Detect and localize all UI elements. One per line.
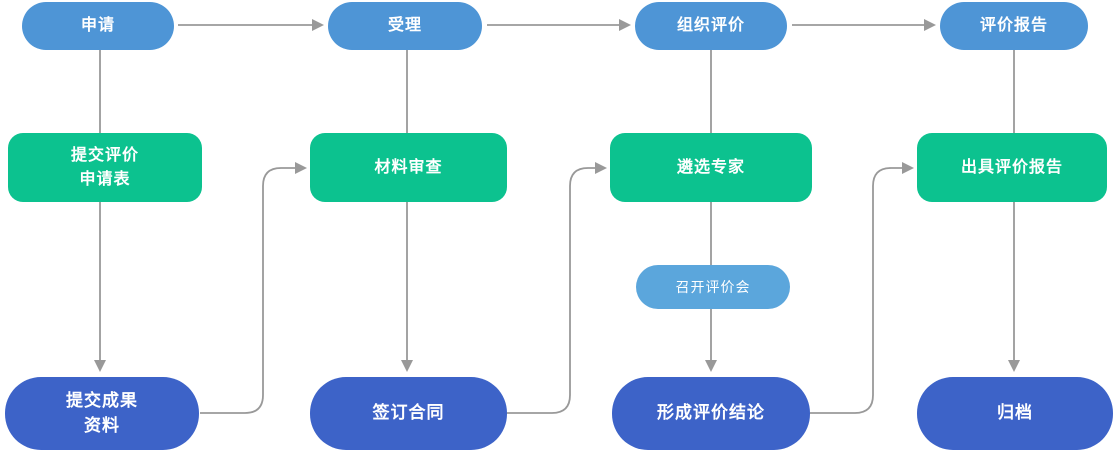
node-archive: 归档: [917, 377, 1113, 450]
node-apply-label: 申请: [80, 17, 115, 35]
node-issue-evaluation-report-label: 出具评价报告: [960, 158, 1063, 176]
node-hold-evaluation-meeting: 召开评价会: [636, 265, 790, 309]
node-submit-achievement-materials-label: 提交成果 资料: [66, 390, 138, 435]
node-evaluation-report-label: 评价报告: [979, 17, 1048, 35]
node-material-review-label: 材料审查: [374, 158, 443, 176]
node-submit-application-form-label: 提交评价 申请表: [70, 147, 139, 188]
connector-conclusion-to-issue: [810, 162, 914, 414]
node-apply: 申请: [22, 2, 174, 50]
node-organize-evaluation-label: 组织评价: [676, 17, 745, 35]
node-hold-evaluation-meeting-label: 召开评价会: [675, 278, 751, 295]
node-organize-evaluation: 组织评价: [635, 2, 787, 50]
node-form-evaluation-conclusion: 形成评价结论: [612, 377, 810, 450]
node-material-review: 材料审查: [310, 133, 507, 202]
node-submit-achievement-materials: 提交成果 资料: [5, 377, 199, 450]
node-sign-contract: 签订合同: [310, 377, 507, 450]
node-select-experts: 遴选专家: [610, 133, 812, 202]
node-accept-label: 受理: [387, 17, 422, 35]
node-form-evaluation-conclusion-label: 形成评价结论: [657, 403, 765, 423]
node-sign-contract-label: 签订合同: [372, 403, 445, 423]
node-evaluation-report: 评价报告: [940, 2, 1088, 50]
connector-materials-to-review: [200, 162, 307, 414]
connector-contract-to-experts: [507, 162, 607, 414]
node-select-experts-label: 遴选专家: [676, 158, 745, 176]
node-archive-label: 归档: [997, 403, 1033, 423]
node-issue-evaluation-report: 出具评价报告: [917, 133, 1107, 202]
node-submit-application-form: 提交评价 申请表: [8, 133, 202, 202]
node-accept: 受理: [328, 2, 482, 50]
